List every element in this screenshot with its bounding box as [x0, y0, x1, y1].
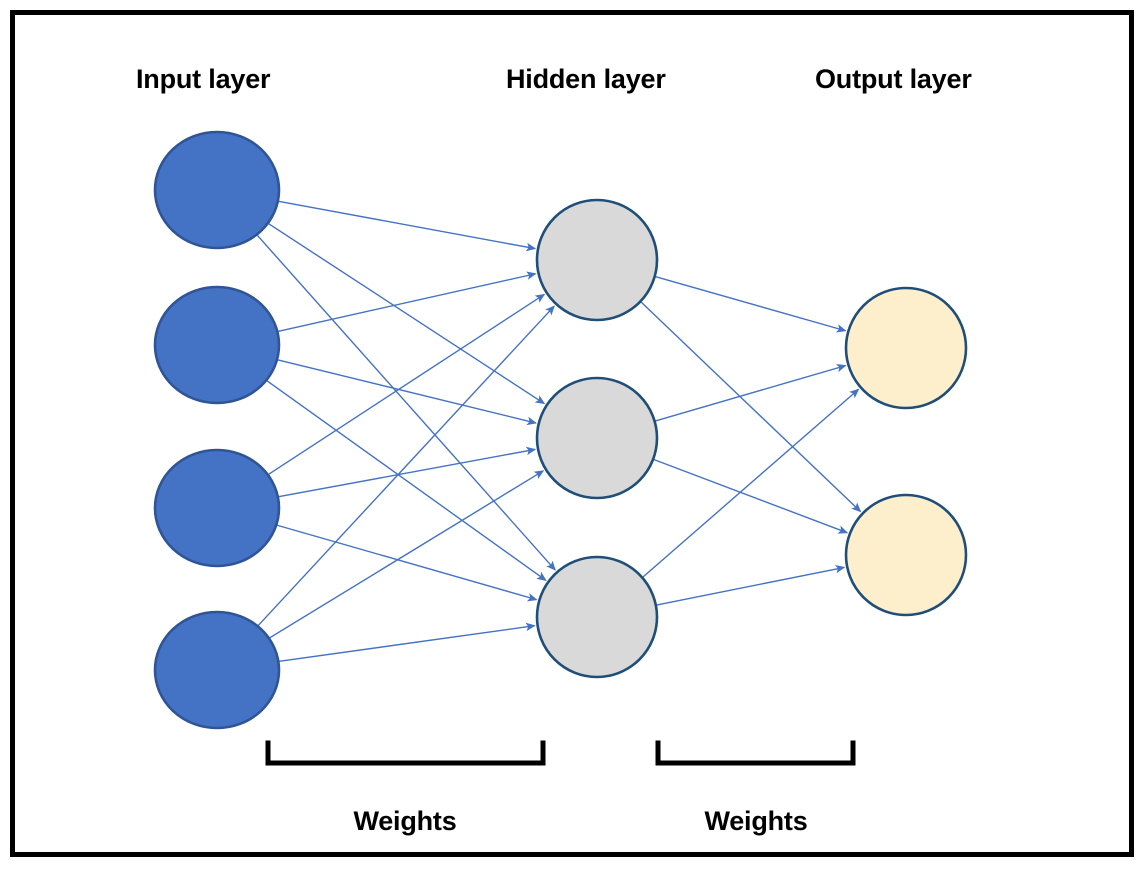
weights-label-2: Weights: [704, 806, 808, 836]
edge-input3-to-hidden2: [277, 446, 537, 498]
edge-input4-to-hidden3: [278, 622, 536, 663]
edge-input2-to-hidden3: [265, 379, 547, 581]
edge-input4-to-hidden2: [268, 470, 545, 639]
edge-hidden3-to-output1: [641, 388, 860, 579]
input-node-1: [153, 130, 281, 250]
edge-input3-to-hidden1: [267, 293, 546, 476]
output-node-2: [844, 493, 968, 617]
weights-label-1: Weights: [353, 806, 457, 836]
output-layer-nodes: [844, 286, 968, 617]
edge-input1-to-hidden3: [256, 234, 556, 571]
edges-hidden-to-output: [639, 275, 862, 606]
input-layer-nodes: [153, 130, 281, 730]
edge-input2-to-hidden2: [276, 359, 537, 426]
edge-hidden1-to-output2: [639, 300, 862, 513]
output-layer-label: Output layer: [815, 64, 972, 94]
edge-hidden2-to-output1: [654, 363, 847, 422]
input-node-3: [153, 448, 281, 568]
edge-hidden3-to-output2: [655, 564, 846, 606]
weights-bracket-2: [655, 740, 856, 766]
hidden-node-1: [535, 198, 659, 322]
hidden-node-2: [535, 376, 659, 500]
outer-border: [10, 10, 1134, 857]
edge-input1-to-hidden1: [277, 200, 537, 252]
weights-bracket-1: [265, 740, 546, 766]
edges-input-to-hidden: [256, 200, 556, 663]
hidden-layer-label: Hidden layer: [506, 64, 666, 94]
hidden-node-3: [535, 555, 659, 679]
weights-brackets: [265, 740, 856, 766]
input-layer-label: Input layer: [136, 64, 271, 94]
input-node-4: [153, 610, 281, 730]
edge-input3-to-hidden3: [276, 524, 538, 602]
output-node-1: [844, 286, 968, 410]
edge-input1-to-hidden2: [267, 222, 546, 405]
input-node-2: [153, 285, 281, 405]
hidden-layer-nodes: [535, 198, 659, 679]
edge-hidden1-to-output1: [654, 275, 847, 333]
edge-hidden2-to-output2: [652, 458, 849, 534]
edge-input2-to-hidden1: [277, 271, 537, 333]
edge-input4-to-hidden1: [257, 305, 555, 627]
